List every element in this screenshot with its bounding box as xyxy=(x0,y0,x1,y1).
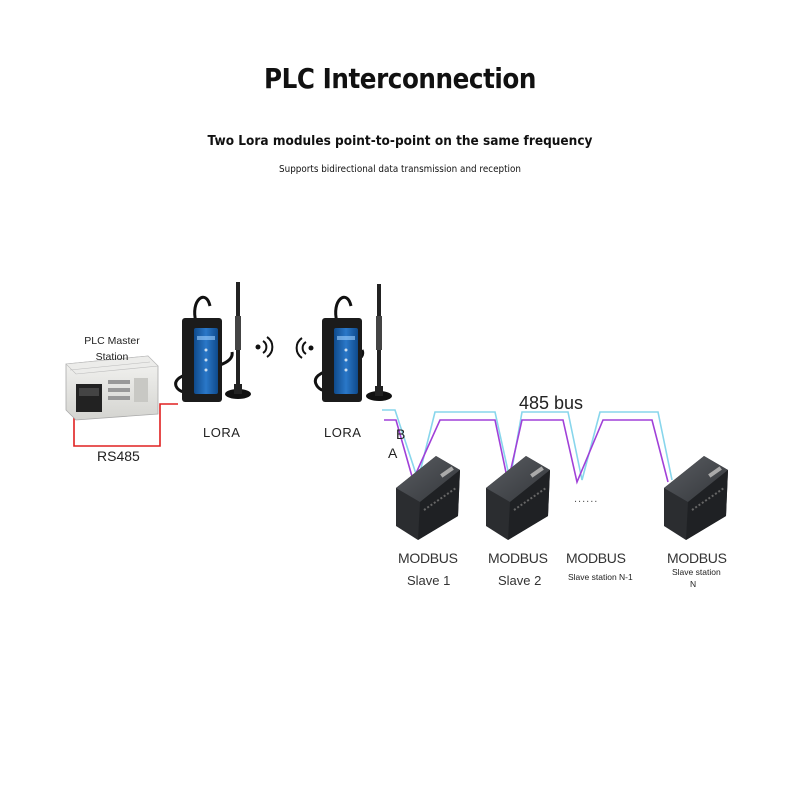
lora-right-label: LORA xyxy=(324,425,362,440)
slave-device-n xyxy=(664,456,728,540)
slave-n-name-line1: Slave station xyxy=(672,567,721,577)
page-title: PLC Interconnection xyxy=(263,62,537,95)
radio-wave-icon-right xyxy=(255,336,274,358)
slave-1-name: Slave 1 xyxy=(407,573,451,588)
plc-master-device xyxy=(65,355,159,421)
bus-a-label: A xyxy=(388,445,398,461)
slave-2-protocol: MODBUS xyxy=(488,550,548,566)
lora-left-label: LORA xyxy=(203,425,241,440)
bus-b-label: B xyxy=(396,426,406,442)
plc-master-label-line1: PLC Master xyxy=(84,335,140,347)
bus-label: 485 bus xyxy=(519,393,584,413)
slave-2-name: Slave 2 xyxy=(498,573,542,588)
bus-line-a xyxy=(384,419,669,485)
ellipsis-label: ...... xyxy=(574,493,599,505)
slave-device-1 xyxy=(396,456,460,540)
plc-master-label: PLC Master Station xyxy=(72,333,152,365)
plc-master-label-line2: Station xyxy=(95,351,129,363)
lora-device-left xyxy=(174,282,251,402)
page-subtitle: Two Lora modules point-to-point on the s… xyxy=(207,133,593,149)
rs485-label: RS485 xyxy=(97,448,140,464)
slave-n1-name: Slave station N-1 xyxy=(568,572,633,582)
slave-1-protocol: MODBUS xyxy=(398,550,458,566)
slave-n-protocol: MODBUS xyxy=(667,550,727,566)
rs485-link xyxy=(73,403,178,447)
slave-n1-protocol: MODBUS xyxy=(566,550,626,566)
lora-device-right xyxy=(313,284,392,402)
slave-n-name-line2: N xyxy=(690,579,697,589)
radio-wave-icon-left xyxy=(295,337,314,359)
page-caption: Supports bidirectional data transmission… xyxy=(279,164,521,175)
slave-device-2 xyxy=(486,456,550,540)
